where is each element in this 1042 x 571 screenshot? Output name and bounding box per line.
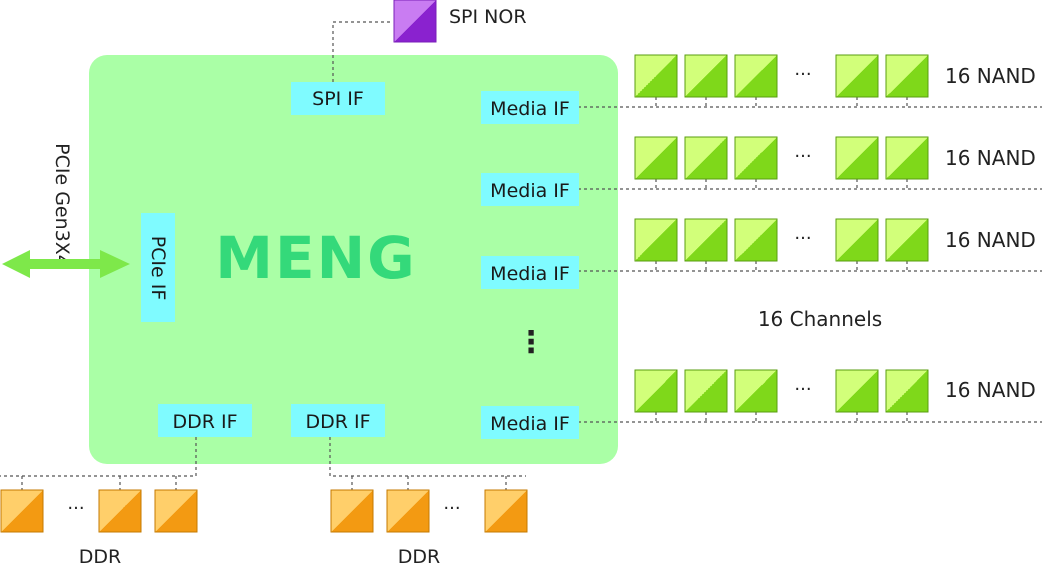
- nand-chip: [634, 218, 678, 262]
- nand-row-label: 16 NAND: [945, 64, 1036, 88]
- nand-chip: [684, 54, 728, 98]
- bidirectional-arrow-icon: [2, 250, 130, 278]
- nand-row: ··· 16 NAND: [634, 218, 1036, 271]
- channels-label: 16 Channels: [758, 307, 882, 331]
- media-if-label: Media IF: [490, 180, 570, 202]
- ddr-ellipsis: ···: [443, 498, 460, 519]
- nand-chip: [634, 369, 678, 413]
- nand-chip: [734, 54, 778, 98]
- ddr-if-box: [158, 404, 252, 437]
- nand-chip: [734, 218, 778, 262]
- nand-chip: [684, 369, 728, 413]
- pcie-if-label: PCIe IF: [147, 236, 169, 301]
- media-ellipsis: ⋮: [516, 325, 546, 360]
- chip-block: [89, 55, 618, 464]
- nand-chip: [835, 369, 879, 413]
- nand-chip: [885, 218, 929, 262]
- media-if-label: Media IF: [490, 98, 570, 120]
- spi-if-label: SPI IF: [312, 88, 364, 110]
- nand-chip: [634, 136, 678, 180]
- ddr-chip: [484, 489, 528, 533]
- nand-chip: [634, 54, 678, 98]
- nand-chip: [684, 136, 728, 180]
- ddr-chip: [330, 489, 374, 533]
- nand-row-label: 16 NAND: [945, 228, 1036, 252]
- ddr-if-label: DDR IF: [305, 411, 370, 433]
- nand-row: ··· 16 NAND: [634, 136, 1036, 189]
- media-if-box: [481, 91, 579, 124]
- ddr-chip-row: ···: [0, 476, 198, 533]
- ddr-ellipsis: ···: [67, 498, 84, 519]
- media-if-box: [481, 173, 579, 206]
- nand-row: ··· 16 NAND: [634, 369, 1036, 422]
- nand-chip: [684, 218, 728, 262]
- ddr-chip: [0, 489, 44, 533]
- media-if-label: Media IF: [490, 263, 570, 285]
- nand-chip: [885, 136, 929, 180]
- spi-if-box: [291, 82, 385, 115]
- nand-ellipsis: ···: [794, 379, 811, 400]
- media-if-box: [481, 256, 579, 289]
- nand-row-label: 16 NAND: [945, 378, 1036, 402]
- nand-ellipsis: ···: [794, 146, 811, 167]
- nand-chip: [885, 369, 929, 413]
- ddr-if-label: DDR IF: [172, 411, 237, 433]
- media-if-label: Media IF: [490, 413, 570, 435]
- ddr-if-box: [291, 404, 385, 437]
- chip-title: MENG: [215, 224, 416, 292]
- pcie-link-label: PCIe Gen3X4: [51, 143, 73, 267]
- nand-ellipsis: ···: [794, 64, 811, 85]
- ddr-chip-row: ···: [330, 476, 528, 533]
- nand-ellipsis: ···: [794, 228, 811, 249]
- spi-nor-label: SPI NOR: [449, 6, 527, 28]
- pcie-if-box: [141, 213, 175, 322]
- spi-nor-chip: [393, 0, 437, 43]
- nand-chip: [835, 54, 879, 98]
- nand-chip: [835, 136, 879, 180]
- media-if-box: [481, 406, 579, 439]
- nand-row-label: 16 NAND: [945, 146, 1036, 170]
- ddr-chip: [154, 489, 198, 533]
- ddr-chip: [386, 489, 430, 533]
- nand-chip: [734, 369, 778, 413]
- ddr-label: DDR: [398, 546, 440, 568]
- nand-chip: [835, 218, 879, 262]
- ddr-label: DDR: [79, 546, 121, 568]
- nand-chip: [885, 54, 929, 98]
- nand-row: ··· 16 NAND: [634, 54, 1036, 107]
- nand-chip: [734, 136, 778, 180]
- ddr-chip: [98, 489, 142, 533]
